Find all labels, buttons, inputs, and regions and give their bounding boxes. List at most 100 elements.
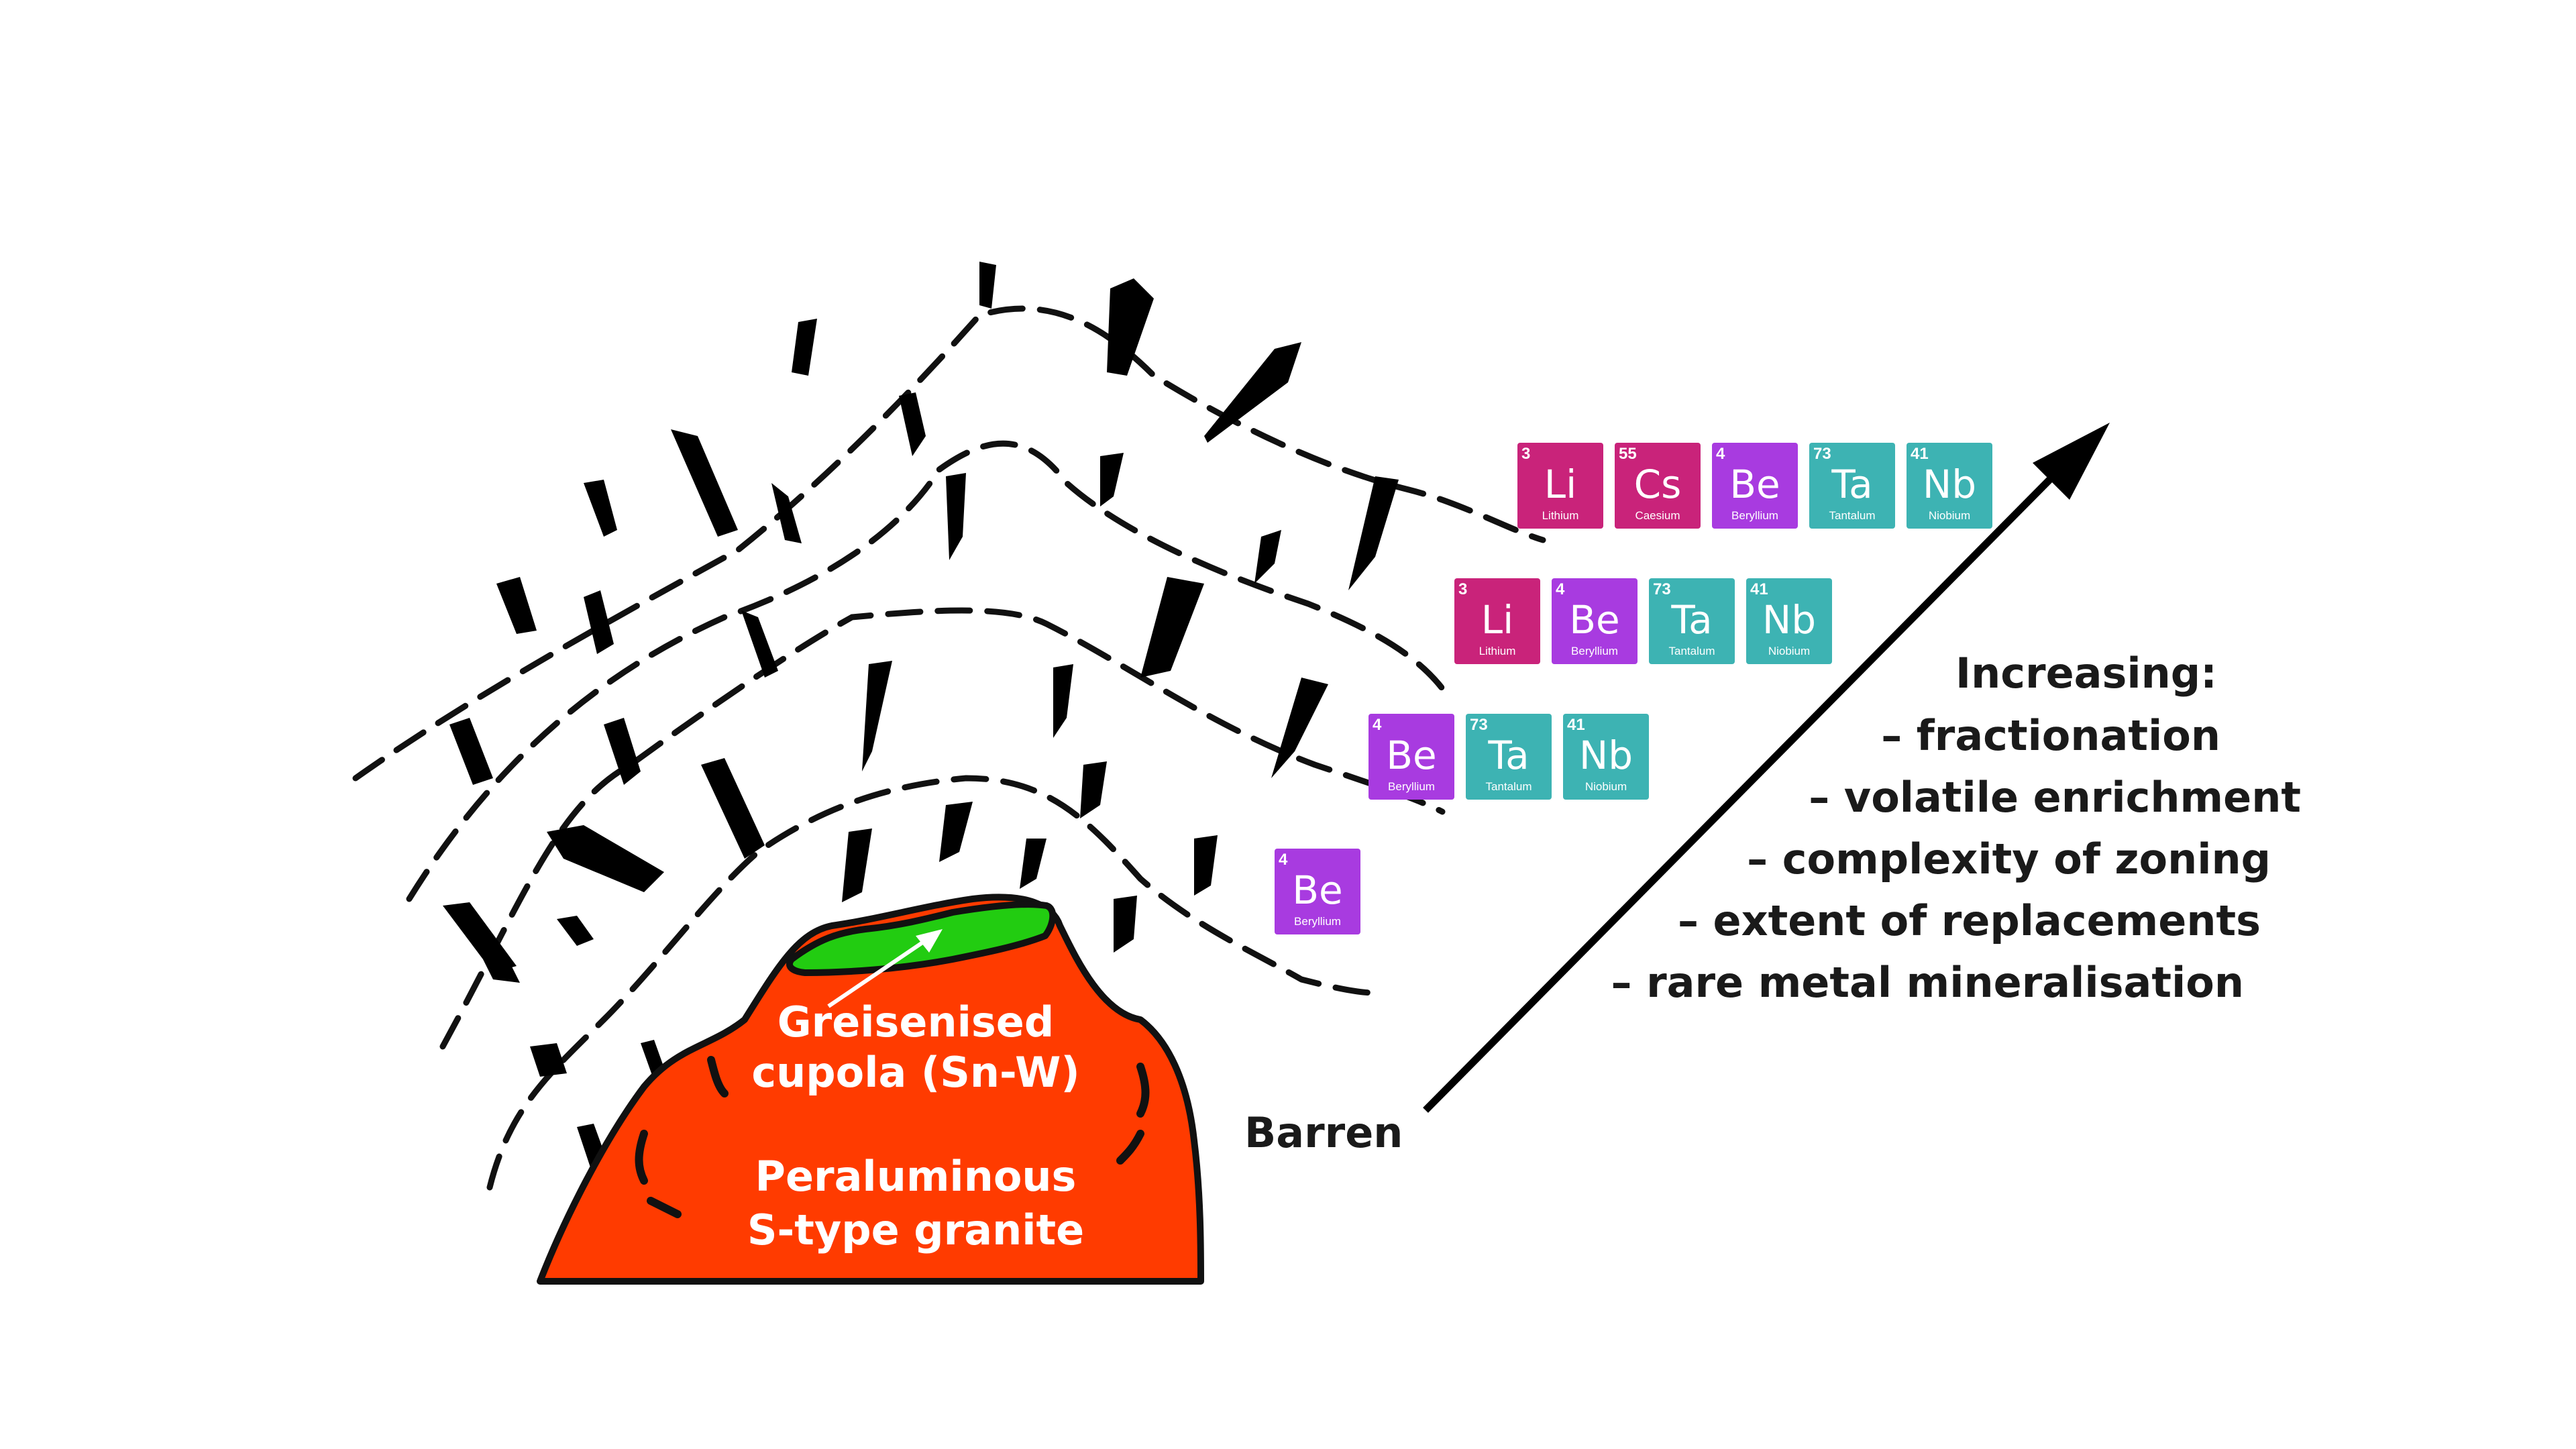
element-symbol: Be	[1386, 733, 1436, 778]
vein	[1348, 476, 1399, 590]
vein	[979, 262, 996, 309]
element-tile-bg	[1809, 443, 1895, 529]
element-tile-bg	[1275, 849, 1360, 934]
element-symbol: Be	[1292, 867, 1342, 913]
element-atomic-number: 41	[1911, 445, 1929, 463]
trend-arrow	[1423, 453, 2076, 1113]
vein	[557, 916, 594, 946]
vein	[899, 392, 926, 456]
vein	[1194, 835, 1218, 896]
element-atomic-number: 4	[1556, 580, 1565, 598]
trend-title: Increasing:	[1955, 649, 2217, 698]
element-atomic-number: 3	[1458, 580, 1467, 598]
element-name: Tantalum	[1486, 780, 1532, 793]
barren-label: Barren	[1244, 1108, 1403, 1157]
element-tile-bg	[1649, 578, 1735, 664]
cupola-pointer-arrow	[827, 934, 934, 1008]
element-symbol: Li	[1481, 597, 1513, 643]
trend-item: – complexity of zoning	[1747, 835, 2271, 883]
vein	[449, 718, 493, 785]
vein	[792, 319, 817, 376]
element-symbol: Nb	[1762, 597, 1816, 643]
vein	[771, 483, 802, 543]
vein	[1114, 896, 1137, 953]
element-name: Beryllium	[1731, 509, 1778, 522]
element-symbol: Ta	[1670, 597, 1712, 643]
element-symbol: Ta	[1831, 462, 1872, 507]
vein	[939, 802, 973, 862]
element-symbol: Cs	[1634, 462, 1682, 507]
vein	[1020, 839, 1046, 889]
trend-list: Increasing: – fractionation – volatile e…	[1611, 649, 2301, 1007]
element-atomic-number: 4	[1716, 445, 1725, 463]
vein	[701, 758, 765, 859]
element-name: Beryllium	[1294, 915, 1341, 928]
vein	[671, 429, 738, 537]
element-name: Beryllium	[1388, 780, 1435, 793]
element-tile-bg	[1466, 714, 1552, 800]
zone-contours	[352, 305, 1546, 1191]
trend-item: – rare metal mineralisation	[1611, 958, 2244, 1007]
vein	[584, 590, 614, 654]
granite-label-line1: Peraluminous	[755, 1152, 1077, 1201]
vein	[1053, 664, 1073, 738]
vein	[443, 902, 517, 973]
granite-body	[537, 894, 1204, 1285]
element-atomic-number: 73	[1653, 580, 1671, 598]
cupola-label-line1: Greisenised	[777, 998, 1054, 1046]
element-name: Niobium	[1768, 645, 1810, 657]
granite-label-line2: S-type granite	[747, 1205, 1084, 1254]
element-tile-bg	[1907, 443, 1992, 529]
vein	[496, 577, 537, 634]
vein	[1204, 342, 1301, 443]
element-name: Tantalum	[1669, 645, 1715, 657]
element-symbol: Nb	[1923, 462, 1976, 507]
vein	[604, 718, 641, 785]
vein	[741, 610, 778, 678]
trend-item: – fractionation	[1881, 711, 2220, 760]
trend-item: – volatile enrichment	[1809, 773, 2301, 822]
element-atomic-number: 41	[1750, 580, 1768, 598]
vein	[1107, 278, 1154, 376]
element-atomic-number: 3	[1521, 445, 1530, 463]
element-symbol: Nb	[1579, 733, 1633, 778]
element-atomic-number: 4	[1279, 851, 1288, 869]
vein	[530, 1043, 567, 1077]
element-tile-bg	[1746, 578, 1832, 664]
cupola-label-line2: cupola (Sn-W)	[751, 1048, 1079, 1097]
element-symbol: Li	[1544, 462, 1576, 507]
element-tile-bg	[1552, 578, 1638, 664]
vein	[1100, 453, 1124, 506]
pegmatite-veins	[443, 262, 1399, 1167]
element-symbol: Ta	[1487, 733, 1529, 778]
element-atomic-number: 73	[1470, 716, 1488, 734]
element-symbol: Be	[1729, 462, 1780, 507]
vein	[547, 825, 664, 892]
element-name: Lithium	[1479, 645, 1516, 657]
element-atomic-number: 55	[1619, 445, 1637, 463]
zone-contour-2	[406, 440, 1452, 902]
element-atomic-number: 73	[1813, 445, 1831, 463]
vein	[584, 480, 617, 537]
element-name: Lithium	[1542, 509, 1579, 522]
vein	[946, 473, 966, 560]
trend-arrowhead	[2033, 423, 2110, 500]
element-atomic-number: 41	[1567, 716, 1585, 734]
element-tile-bg	[1712, 443, 1798, 529]
element-name: Niobium	[1929, 509, 1970, 522]
element-tile-bg	[1368, 714, 1454, 800]
trend-item: – extent of replacements	[1678, 896, 2261, 945]
vein	[1080, 761, 1107, 818]
